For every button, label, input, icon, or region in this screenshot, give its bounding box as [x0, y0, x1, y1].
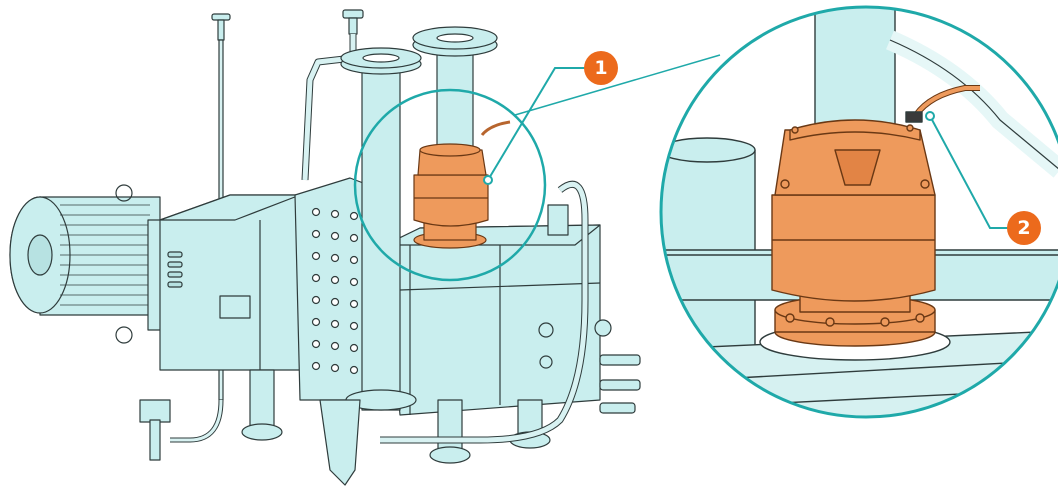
instrument-pipe-middle: [301, 9, 364, 181]
callout-2-leader: [929, 115, 1009, 229]
inlet-pipe-right: [412, 26, 498, 151]
pump-housing: [159, 194, 301, 371]
valve-left: [139, 399, 171, 461]
zoom-circle-main: [353, 88, 547, 282]
callout-number-2: 2: [1017, 217, 1031, 239]
vacuum-pump-assembly: [9, 9, 641, 486]
callout-badge-2: 2: [1007, 211, 1041, 245]
highlighted-sensor-housing: [413, 120, 511, 249]
detail-view: [659, 5, 1058, 419]
callout-number-1: 1: [594, 57, 608, 79]
electric-motor: [9, 184, 179, 344]
inlet-pipe-left: [340, 47, 422, 411]
zoom-connector-top: [514, 54, 721, 116]
hoses: [380, 180, 589, 444]
fittings-right: [547, 204, 641, 414]
callout-1-leader: [487, 67, 586, 181]
callout-badge-1: 1: [584, 51, 618, 85]
